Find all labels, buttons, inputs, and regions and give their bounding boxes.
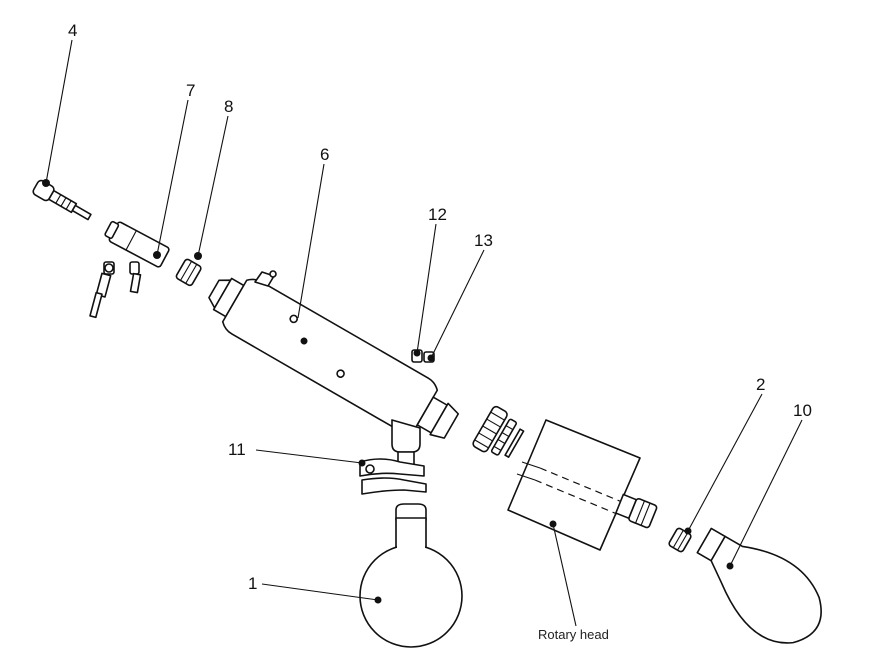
leader-rotary-head (552, 523, 577, 627)
callout-1: 1 (248, 574, 257, 593)
leader-11 (255, 449, 363, 464)
leader-4 (45, 39, 73, 184)
rotary-head-label: Rotary head (538, 627, 609, 642)
leader-1 (261, 583, 379, 601)
leader-13 (430, 249, 485, 359)
part-8-clamp (175, 252, 202, 287)
part-2-clip (668, 527, 692, 553)
callout-2: 2 (756, 375, 765, 394)
callout-4: 4 (68, 21, 77, 40)
leader-2 (687, 393, 763, 532)
part-10-evaporating-flask (696, 527, 822, 644)
callout-8: 8 (224, 97, 233, 116)
leader-8 (197, 115, 229, 257)
leader-10 (729, 419, 803, 567)
part-4-hose-nozzle (32, 179, 92, 221)
seal-and-nut-assembly (472, 405, 525, 458)
callout-12: 12 (428, 205, 447, 224)
part-7-distributor (89, 220, 170, 319)
leader-lines (45, 39, 803, 627)
leader-6 (297, 163, 325, 319)
callout-6: 6 (320, 145, 329, 164)
callout-10: 10 (793, 401, 812, 420)
part-13-fitting (423, 351, 435, 363)
callout-11: 11 (228, 440, 246, 459)
leader-12 (416, 223, 437, 354)
callout-7: 7 (186, 81, 195, 100)
part-1-receiving-flask (359, 503, 463, 648)
leader-7 (156, 99, 189, 256)
callout-labels: 4 7 8 6 12 13 2 10 11 1 Rotary head (68, 21, 812, 642)
part-6-condenser (208, 270, 460, 467)
rotary-head (507, 419, 658, 551)
callout-13: 13 (474, 231, 493, 250)
part-11-flask-clamp (358, 458, 427, 495)
